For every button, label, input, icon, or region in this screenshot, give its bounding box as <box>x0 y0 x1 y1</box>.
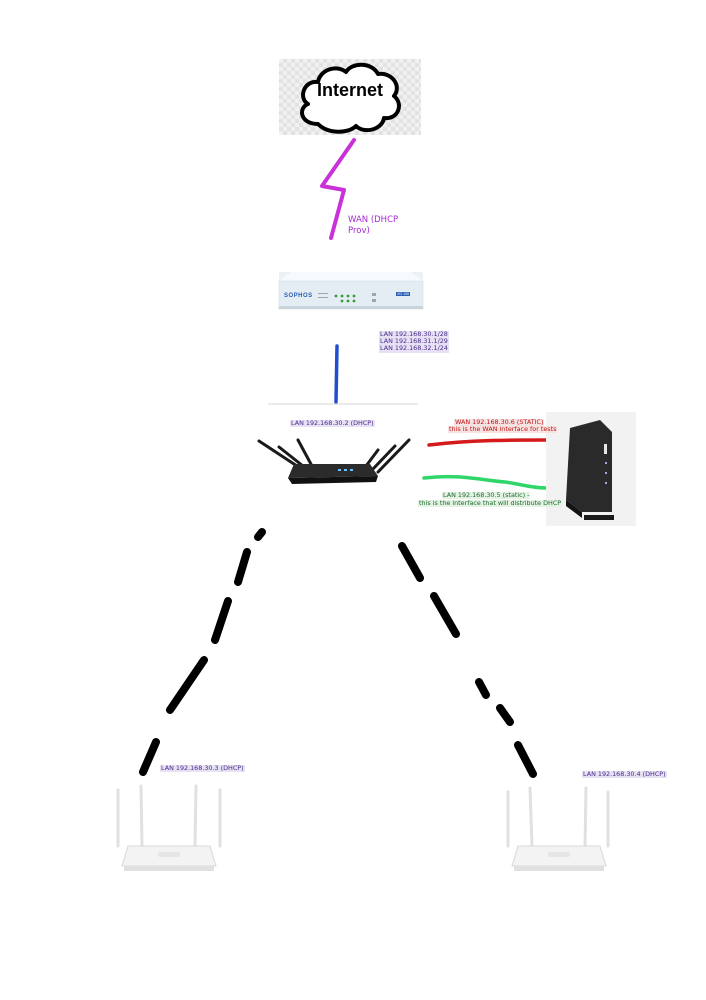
internet-label: Internet <box>316 80 383 100</box>
firewall-lan-link-line <box>334 344 339 404</box>
main-router-label: LAN 192.168.30.2 (DHCP) <box>290 419 375 428</box>
firewall-lan-line-2: LAN 192.168.31.1/29 <box>379 337 449 346</box>
firewall-lan-line-3: LAN 192.168.32.1/24 <box>379 344 449 353</box>
test-lan-note: this is the interface that will distribu… <box>418 499 563 508</box>
firewall-lan-line-1: LAN 192.168.30.1/28 <box>379 330 449 339</box>
link-to-right-ap <box>398 542 537 778</box>
left-ap-label: LAN 192.168.30.3 (DHCP) <box>160 764 245 773</box>
test-wan-note: this is the WAN interface for tests <box>448 425 558 434</box>
test-lan-label: LAN 192.168.30.5 (static) - <box>442 491 531 500</box>
sophos-firewall-device <box>278 272 424 310</box>
test-lan-link-line <box>422 474 548 490</box>
right-access-point-device <box>506 786 610 871</box>
right-ap-label: LAN 192.168.30.4 (DHCP) <box>582 770 667 779</box>
left-access-point-device <box>116 784 222 871</box>
internet-cloud-icon <box>300 62 401 134</box>
link-to-left-ap <box>139 528 266 776</box>
test-router-device <box>546 412 636 526</box>
wan-link-line <box>320 138 356 240</box>
firewall-model-label: XG 105 <box>397 292 409 296</box>
firewall-lan-labels: LAN 192.168.30.1/28 LAN 192.168.31.1/29 … <box>379 330 449 353</box>
wan-link-label: WAN (DHCP Prov) <box>348 215 399 236</box>
test-wan-label: WAN 192.168.30.6 (STATIC) <box>454 418 545 427</box>
test-wan-link-line <box>427 438 548 447</box>
main-router-device <box>257 438 411 484</box>
firewall-brand-label: SOPHOS <box>284 293 313 299</box>
